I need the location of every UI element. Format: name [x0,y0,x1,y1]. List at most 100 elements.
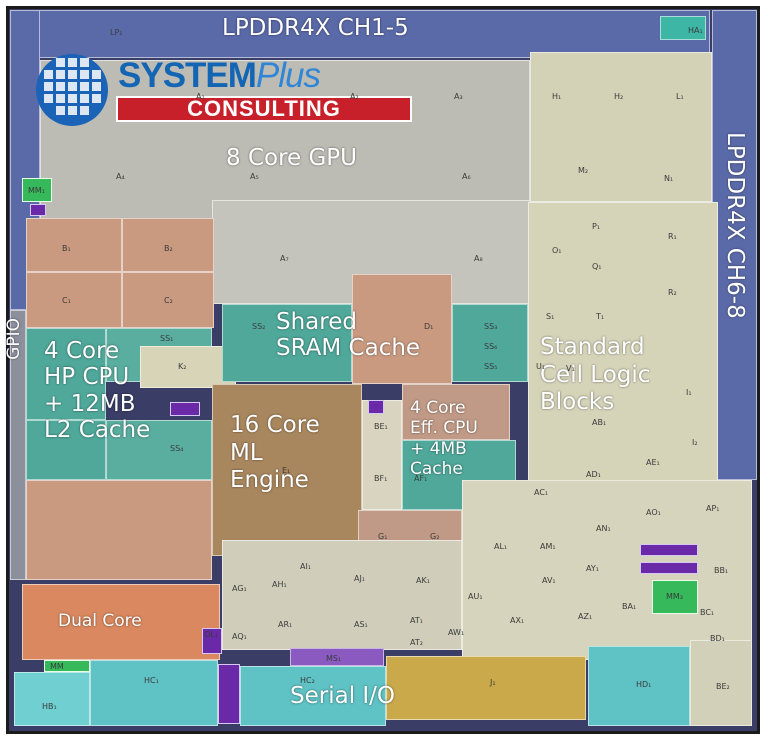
hp-cpu-l2-ss4 [106,420,212,480]
logo-consulting-bar: CONSULTING [116,96,412,122]
green-macro-mm3 [652,580,698,614]
dual-core-label: Dual Core [58,611,142,631]
block-code: HB₁ [42,702,57,711]
purple-macro [218,664,240,724]
purple-macro [202,628,222,654]
block-code: AX₁ [510,616,525,625]
logic-bottom-band [222,540,462,650]
block-code: AS₁ [354,620,368,629]
purple-macro [368,400,384,414]
ml-engine-label: 16 Core ML Engine [230,412,320,494]
hp-cpu-core-c2 [122,272,214,328]
block-code: S₁ [546,312,555,321]
std-logic-upper [530,52,712,202]
block-code: LP₁ [110,28,123,37]
eff-cpu-orange [402,384,510,440]
block-code: SS₁ [160,334,174,343]
block-code: AO₁ [646,508,661,517]
hp-cpu-l2-left [26,328,106,420]
block-code: AH₁ [272,580,287,589]
block-code: SS₃ [484,322,498,331]
block-code: HA₁ [688,26,703,35]
serial-hc1 [90,660,218,726]
block-code: MM₃ [666,592,684,601]
block-code: AL₁ [494,542,508,551]
block-code: AJ₁ [354,574,366,583]
ms-block [290,648,384,666]
logo-wordmark: SYSTEMPlus [118,56,321,96]
block-code: AN₁ [596,524,611,533]
block-code: A₅ [250,172,259,181]
block-code: AU₁ [468,592,483,601]
block-code: BE₁ [374,422,388,431]
hp-cpu-l2-lower [26,420,106,480]
ha-block [660,16,706,40]
block-code: A₈ [474,254,483,263]
block-code: BC₁ [700,608,715,617]
block-code: SS₄ [170,444,184,453]
serial-io-label: Serial I/O [290,683,396,709]
hp-cpu-core-b-lower [26,480,212,580]
block-code: AZ₁ [578,612,593,621]
purple-macro [640,562,698,574]
block-code: A₇ [280,254,289,263]
block-code: D₁ [424,322,434,331]
serial-hd1 [588,646,690,726]
green-macro-mm1 [22,178,52,202]
block-code: H₁ [552,92,562,101]
block-code: C₂ [164,296,173,305]
block-code: HD₁ [636,680,652,689]
block-code: K₂ [178,362,187,371]
block-code: AV₁ [542,576,556,585]
block-code: MM₁ [28,186,46,195]
sram-label: Shared SRAM Cache [276,309,421,361]
gpu-label: 8 Core GPU [226,145,358,171]
block-code: Q₁ [592,262,602,271]
block-code: V₁ [566,364,575,373]
sram-teal-right [452,304,528,382]
block-code: HC₁ [144,676,159,685]
std-logic-mid [528,202,718,492]
purple-macro [170,402,200,416]
block-code: L₁ [676,92,684,101]
block-code: BF₁ [374,474,388,483]
serial-hb [14,672,90,726]
hp-cpu-core-b1 [26,218,122,272]
block-code: M₂ [578,166,589,175]
block-code: G₂ [430,532,440,541]
block-code: AT₁ [410,616,423,625]
hp-cpu-k2 [140,346,236,388]
hp-cpu-label: 4 Core HP CPU + 12MB L2 Cache [44,338,151,444]
std-cell-label: Standard Cell Logic Blocks [540,334,651,416]
memory-interface-right [712,10,757,480]
block-code: J₁ [490,678,496,687]
block-code: MS₁ [326,654,342,663]
block-code: AF₁ [414,474,428,483]
block-code: G₁ [378,532,388,541]
block-code: AI₁ [300,562,312,571]
block-code: BE₂ [716,682,730,691]
block-code: AP₁ [706,504,720,513]
serial-hc2 [240,666,386,726]
block-code: BD₁ [710,634,725,643]
block-code: R₂ [668,288,677,297]
eff-cpu-label: 4 Core Eff. CPU + 4MB Cache [410,398,478,480]
gpio-strip [10,310,26,580]
block-code: AR₁ [278,620,293,629]
systemplus-logo: SYSTEMPlus CONSULTING [34,52,414,128]
lpddr-right-label: LPDDR4X CH6-8 [722,132,748,319]
block-code: AD₁ [586,470,601,479]
logo-globe-icon [36,54,108,126]
block-code: C₁ [62,296,71,305]
logo-brand-plus: Plus [255,56,321,95]
block-code: N₁ [664,174,674,183]
block-code: T₁ [596,312,605,321]
ml-engine-block [212,384,362,556]
block-code: A₄ [116,172,125,181]
logo-brand-main: SYSTEM [118,56,257,95]
block-code: I₂ [692,438,698,447]
block-code: AG₁ [232,584,247,593]
block-code: AC₁ [534,488,549,497]
block-code: A₃ [454,92,463,101]
